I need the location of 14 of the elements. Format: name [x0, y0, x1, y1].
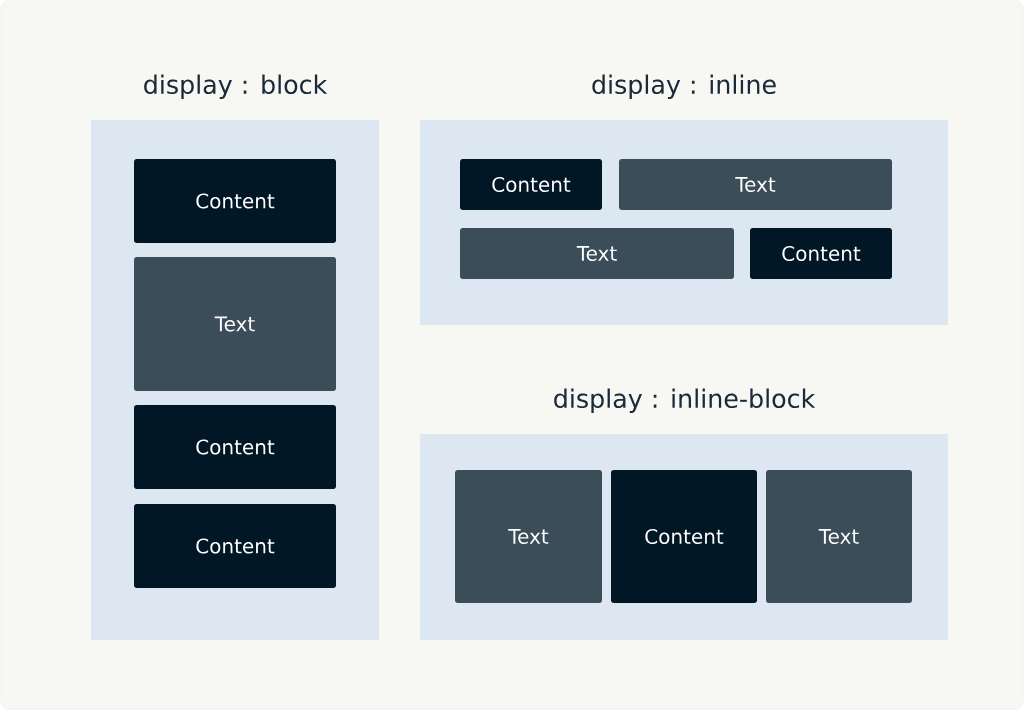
node-label: display : inline-block	[554, 388, 816, 414]
node-label: display : block	[144, 74, 328, 100]
node-label: display : inline	[592, 74, 776, 100]
content-box: Content	[134, 405, 336, 489]
content-box: Content	[611, 470, 757, 603]
content-box: Content	[750, 228, 892, 279]
content-box: Text	[766, 470, 912, 603]
content-box: Text	[619, 159, 892, 210]
content-box: Content	[134, 504, 336, 588]
content-box: Content	[460, 159, 602, 210]
content-box: Text	[460, 228, 734, 279]
content-box: Text	[455, 470, 602, 603]
content-box: Text	[134, 257, 336, 391]
content-box: Content	[134, 159, 336, 243]
